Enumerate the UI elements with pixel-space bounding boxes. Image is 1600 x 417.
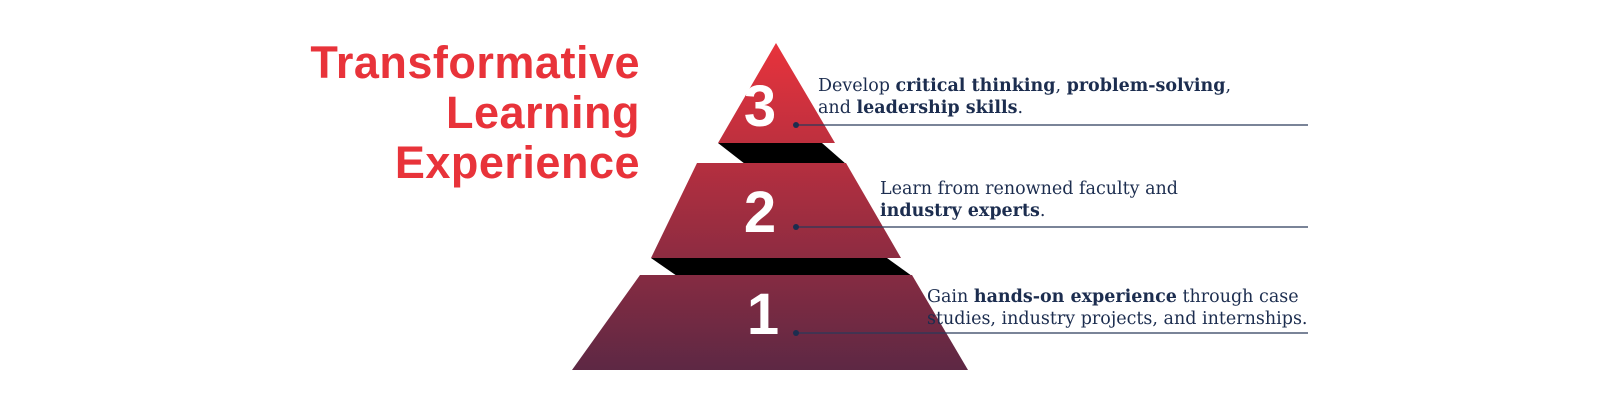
highlighted-text: hands-on experience bbox=[973, 287, 1177, 307]
title-line-2: Learning bbox=[445, 87, 640, 138]
pyramid-tier-3 bbox=[718, 43, 835, 143]
title-line-3: Experience bbox=[394, 137, 640, 188]
description-text: and bbox=[818, 98, 857, 118]
description-text: . bbox=[1017, 98, 1024, 118]
description-text: through case bbox=[1176, 287, 1299, 307]
pyramid-band-shadow-upper bbox=[718, 143, 846, 164]
description-text: Develop bbox=[818, 76, 896, 96]
highlighted-text: industry experts bbox=[880, 201, 1040, 221]
leader-dot-1 bbox=[793, 330, 799, 336]
title-line-1: Transformative bbox=[310, 37, 640, 88]
tier-3-description: Develop critical thinking, problem-solvi… bbox=[818, 75, 1231, 119]
leader-dot-2 bbox=[793, 224, 799, 230]
description-text: , bbox=[1055, 76, 1067, 96]
highlighted-text: critical thinking bbox=[895, 76, 1056, 96]
description-text: , bbox=[1225, 76, 1232, 96]
tier-3-number: 3 bbox=[744, 74, 776, 139]
description-text: Gain bbox=[927, 287, 974, 307]
tier-1-number: 1 bbox=[747, 282, 779, 347]
description-text: studies, industry projects, and internsh… bbox=[927, 309, 1308, 329]
description-text: Learn from renowned faculty and bbox=[880, 179, 1179, 199]
highlighted-text: problem-solving bbox=[1066, 76, 1226, 96]
pyramid-tier-1 bbox=[572, 275, 968, 370]
leader-dot-3 bbox=[793, 122, 799, 128]
tier-2-number: 2 bbox=[744, 180, 776, 245]
diagram-title: Transformative Learning Experience bbox=[310, 38, 640, 188]
pyramid-tier-2 bbox=[651, 163, 901, 258]
description-text: . bbox=[1039, 201, 1046, 221]
pyramid-band-shadow-lower bbox=[651, 258, 912, 276]
highlighted-text: leadership skills bbox=[856, 98, 1018, 118]
